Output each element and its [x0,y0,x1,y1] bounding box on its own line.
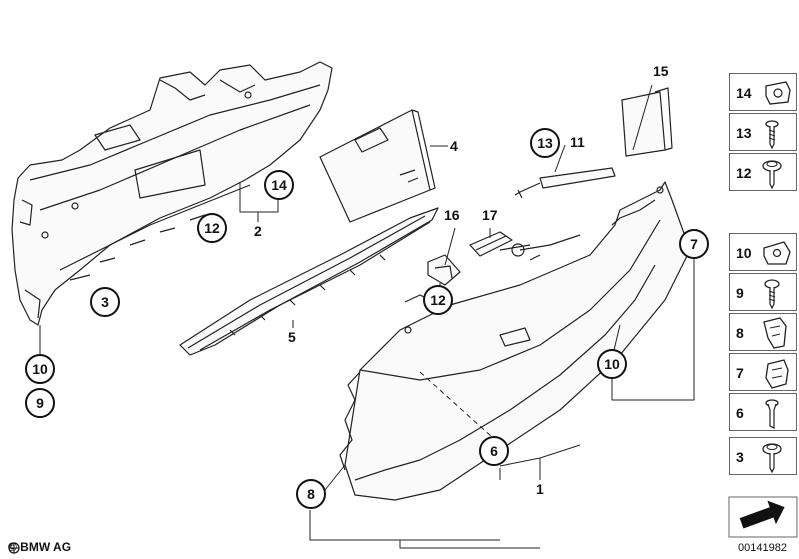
legend-item: 13 [729,113,797,151]
document-id: 00141982 [738,542,787,554]
legend-item: 6 [729,393,797,431]
glovebox-part [339,181,691,501]
callout-10-circled: 10 [25,354,55,384]
leader-lines [39,84,695,549]
legend-item: 3 [729,437,797,475]
callout-9-circled: 9 [25,388,55,418]
callout-14-circled: 14 [264,170,294,200]
legend-number: 14 [736,85,752,101]
callout-15: 15 [653,63,669,79]
clip-nut-icon [763,241,791,265]
legend-number: 7 [736,365,744,381]
callout-12-circled: 12 [197,213,227,243]
flange-screw-icon [762,160,782,190]
clip-nut-icon [765,81,791,105]
copyright-text: © BMW AG [8,540,72,554]
rivet-icon [765,399,779,429]
callout-2: 2 [254,223,262,239]
legend-number: 10 [736,245,752,261]
trim-strip-part [179,207,439,356]
flange-screw-icon [762,443,782,474]
legend-item: 12 [729,153,797,191]
legend-number: 9 [736,285,744,301]
legend-number: 13 [736,125,752,141]
legend-item: 7 [729,353,797,391]
foam-pad-part [621,87,673,157]
bmw-logo-icon [8,542,20,554]
callout-12-circled: 12 [423,285,453,315]
callout-17: 17 [482,207,498,223]
legend-number: 8 [736,325,744,341]
direction-arrow-icon [728,496,798,538]
callout-10-circled: 10 [597,349,627,379]
callout-16: 16 [444,207,460,223]
legend-item: 9 [729,273,797,311]
callout-6-circled: 6 [479,436,509,466]
callout-5: 5 [288,329,296,345]
legend-item: 14 [729,73,797,111]
expanding-clip-icon [765,359,789,389]
callout-8-circled: 8 [296,479,326,509]
screw-icon [765,120,779,150]
callout-1: 1 [536,481,544,497]
expanding-clip-icon [763,317,787,349]
callout-7-circled: 7 [679,229,709,259]
callout-3-circled: 3 [90,287,120,317]
callout-4: 4 [450,138,458,154]
legend-number: 3 [736,449,744,465]
small-pad-part [469,231,513,257]
bracket-part [427,254,461,286]
callout-11: 11 [570,134,585,150]
legend-item: 10 [729,233,797,271]
carrier-frame-part [11,61,333,326]
legend-number: 12 [736,165,752,181]
damper-rod-part [514,167,616,199]
legend-number: 6 [736,405,744,421]
legend-item: 8 [729,313,797,351]
screw-icon [764,279,780,310]
callout-13-circled: 13 [530,128,560,158]
flap-panel-part [319,109,436,223]
